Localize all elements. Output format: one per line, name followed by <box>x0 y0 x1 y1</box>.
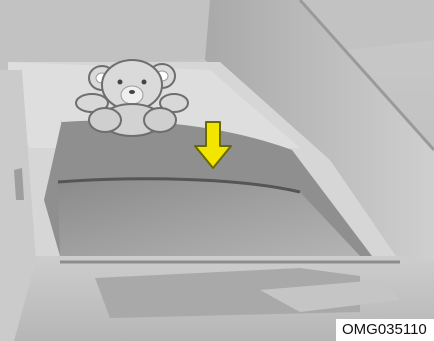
teddy-bear <box>76 60 188 136</box>
figure-code: OMG035110 <box>336 319 434 341</box>
